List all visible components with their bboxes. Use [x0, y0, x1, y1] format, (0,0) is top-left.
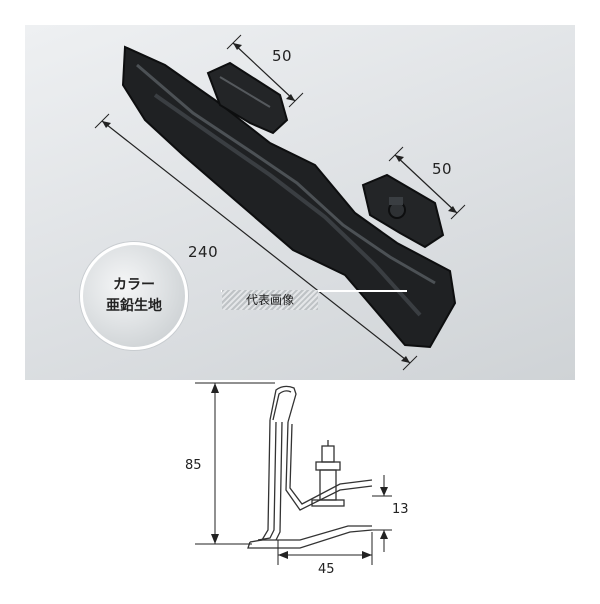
bracket-photo-illustration	[94, 34, 466, 371]
color-badge-finish: 亜鉛生地	[106, 298, 162, 314]
dimension-base-width: 45	[318, 562, 335, 577]
representative-image-label: 代表画像	[222, 290, 318, 310]
dimension-height: 85	[185, 458, 202, 473]
bracket-cross-section-drawing	[195, 382, 392, 565]
dimension-lip-height: 13	[392, 502, 409, 517]
dimension-upper-width: 50	[272, 47, 293, 65]
dimension-length: 240	[188, 243, 219, 261]
cross-section-diagram: 85 13 45	[0, 380, 600, 600]
dimension-lower-width: 50	[432, 160, 453, 178]
color-badge-title: カラー	[113, 277, 155, 293]
color-badge: カラー 亜鉛生地	[80, 242, 188, 350]
